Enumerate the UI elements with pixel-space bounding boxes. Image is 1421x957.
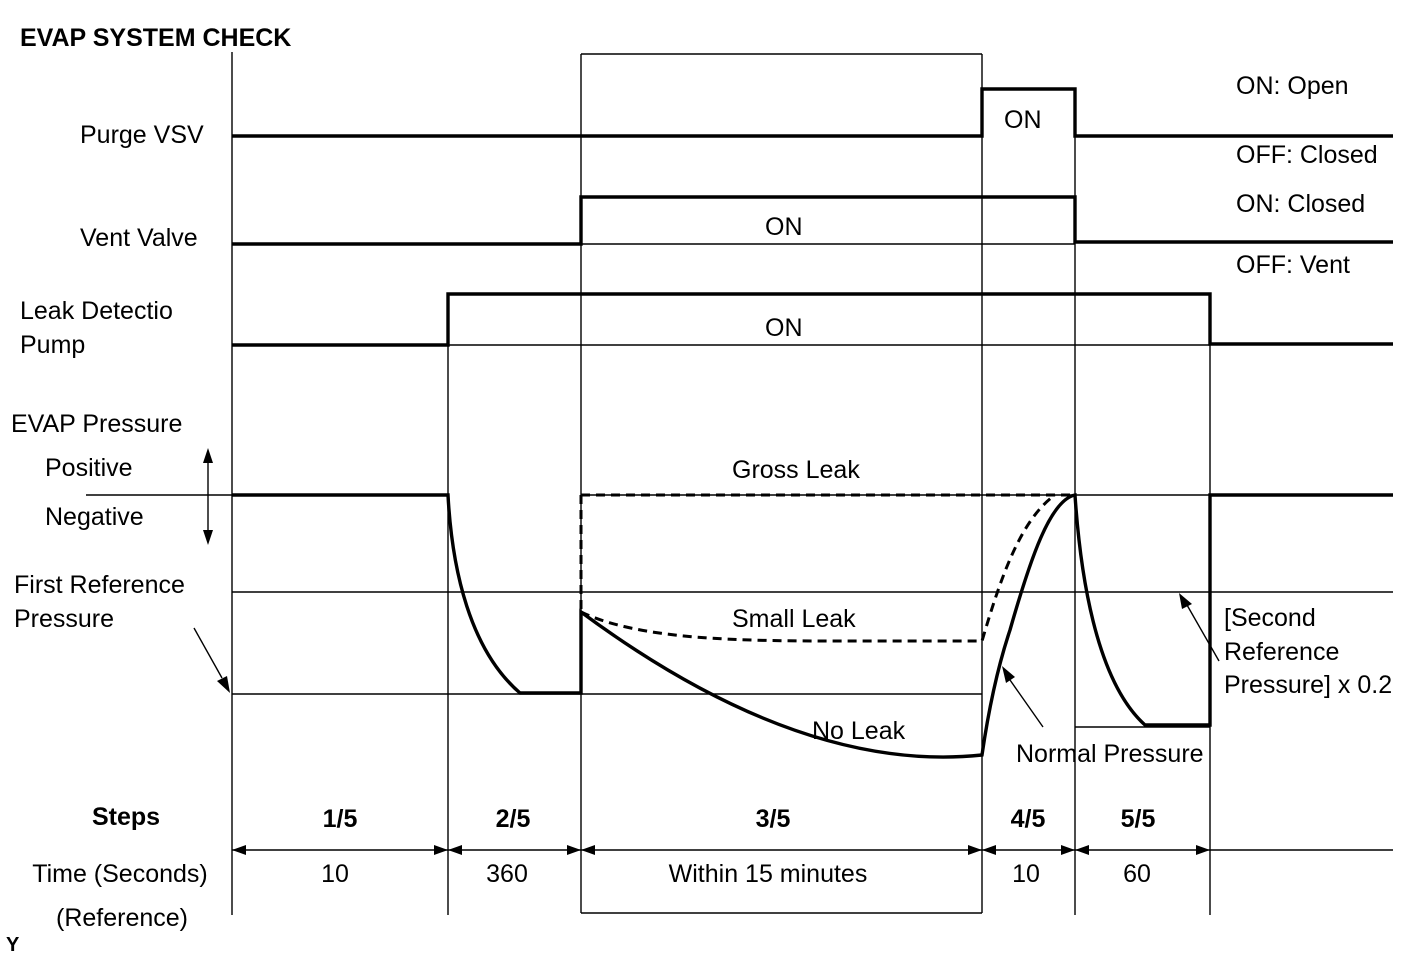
dimension-arrowhead xyxy=(434,845,448,855)
purge-vsv-waveform xyxy=(232,87,1393,138)
dimension-arrowhead xyxy=(968,845,982,855)
first-ref-pointer xyxy=(193,627,223,679)
dimension-arrowhead xyxy=(567,845,581,855)
leak-pump-label-line2: Pump xyxy=(20,331,85,359)
purge-vsv-label: Purge VSV xyxy=(80,121,204,149)
time-value-4: 10 xyxy=(1012,860,1040,888)
normal-pressure-pointer xyxy=(1009,679,1044,728)
reference-note: (Reference) xyxy=(56,904,188,932)
purge-vsv-on-text: ON xyxy=(1004,106,1042,134)
time-value-5: 60 xyxy=(1123,860,1151,888)
second-ref-pointer xyxy=(1186,604,1220,662)
small-leak-curve xyxy=(580,493,1056,643)
purge-vsv-state-off: OFF: Closed xyxy=(1236,141,1378,169)
vent-valve-label: Vent Valve xyxy=(80,224,198,252)
gross-leak-label: Gross Leak xyxy=(732,456,860,484)
corner-mark: Y xyxy=(6,934,20,956)
dimension-arrowhead xyxy=(581,845,595,855)
dimension-arrowhead xyxy=(1061,845,1075,855)
first-ref-pointer-head xyxy=(217,676,230,693)
step-label-5: 5/5 xyxy=(1121,805,1156,833)
dimension-arrowhead xyxy=(1196,845,1210,855)
negative-label: Negative xyxy=(45,503,144,531)
normal-pressure-pointer-head xyxy=(1002,666,1015,683)
second-ref-label-line2: Reference xyxy=(1224,638,1339,666)
second-ref-pointer-head xyxy=(1179,593,1192,609)
time-value-3: Within 15 minutes xyxy=(669,860,868,888)
steps-header: Steps xyxy=(92,803,160,831)
step-label-3: 3/5 xyxy=(756,805,791,833)
vent-valve-state-on: ON: Closed xyxy=(1236,190,1365,218)
small-leak-label: Small Leak xyxy=(732,605,856,633)
dimension-arrowhead xyxy=(232,845,246,855)
second-ref-label-line1: [Second xyxy=(1224,604,1316,632)
no-leak-pressure-curve xyxy=(232,492,1393,759)
positive-label: Positive xyxy=(45,454,133,482)
arrow-up-head xyxy=(203,448,213,463)
leak-pump-on-text: ON xyxy=(765,314,803,342)
no-leak-label: No Leak xyxy=(812,717,906,745)
vent-valve-on-text: ON xyxy=(765,213,803,241)
time-header: Time (Seconds) xyxy=(32,860,208,888)
first-ref-label-line2: Pressure xyxy=(14,605,114,633)
time-value-1: 10 xyxy=(321,860,349,888)
step-label-2: 2/5 xyxy=(496,805,531,833)
normal-pressure-label: Normal Pressure xyxy=(1016,740,1204,768)
leak-pump-waveform xyxy=(232,292,1393,347)
dimension-arrowhead xyxy=(1075,845,1089,855)
vent-valve-waveform xyxy=(232,195,1393,246)
step-label-4: 4/5 xyxy=(1011,805,1046,833)
dimension-arrowhead xyxy=(448,845,462,855)
diagram-title: EVAP SYSTEM CHECK xyxy=(20,24,291,52)
arrow-down-head xyxy=(203,530,213,545)
dimension-arrowhead xyxy=(982,845,996,855)
time-value-2: 360 xyxy=(486,860,528,888)
purge-vsv-state-on: ON: Open xyxy=(1236,72,1349,100)
first-ref-label-line1: First Reference xyxy=(14,571,185,599)
second-ref-label-line3: Pressure] x 0.2 xyxy=(1224,671,1392,699)
evap-pressure-label: EVAP Pressure xyxy=(11,410,182,438)
leak-pump-label-line1: Leak Detectio xyxy=(20,297,173,325)
dimension-arrows xyxy=(232,845,1210,855)
vent-valve-state-off: OFF: Vent xyxy=(1236,251,1350,279)
step-label-1: 1/5 xyxy=(323,805,358,833)
